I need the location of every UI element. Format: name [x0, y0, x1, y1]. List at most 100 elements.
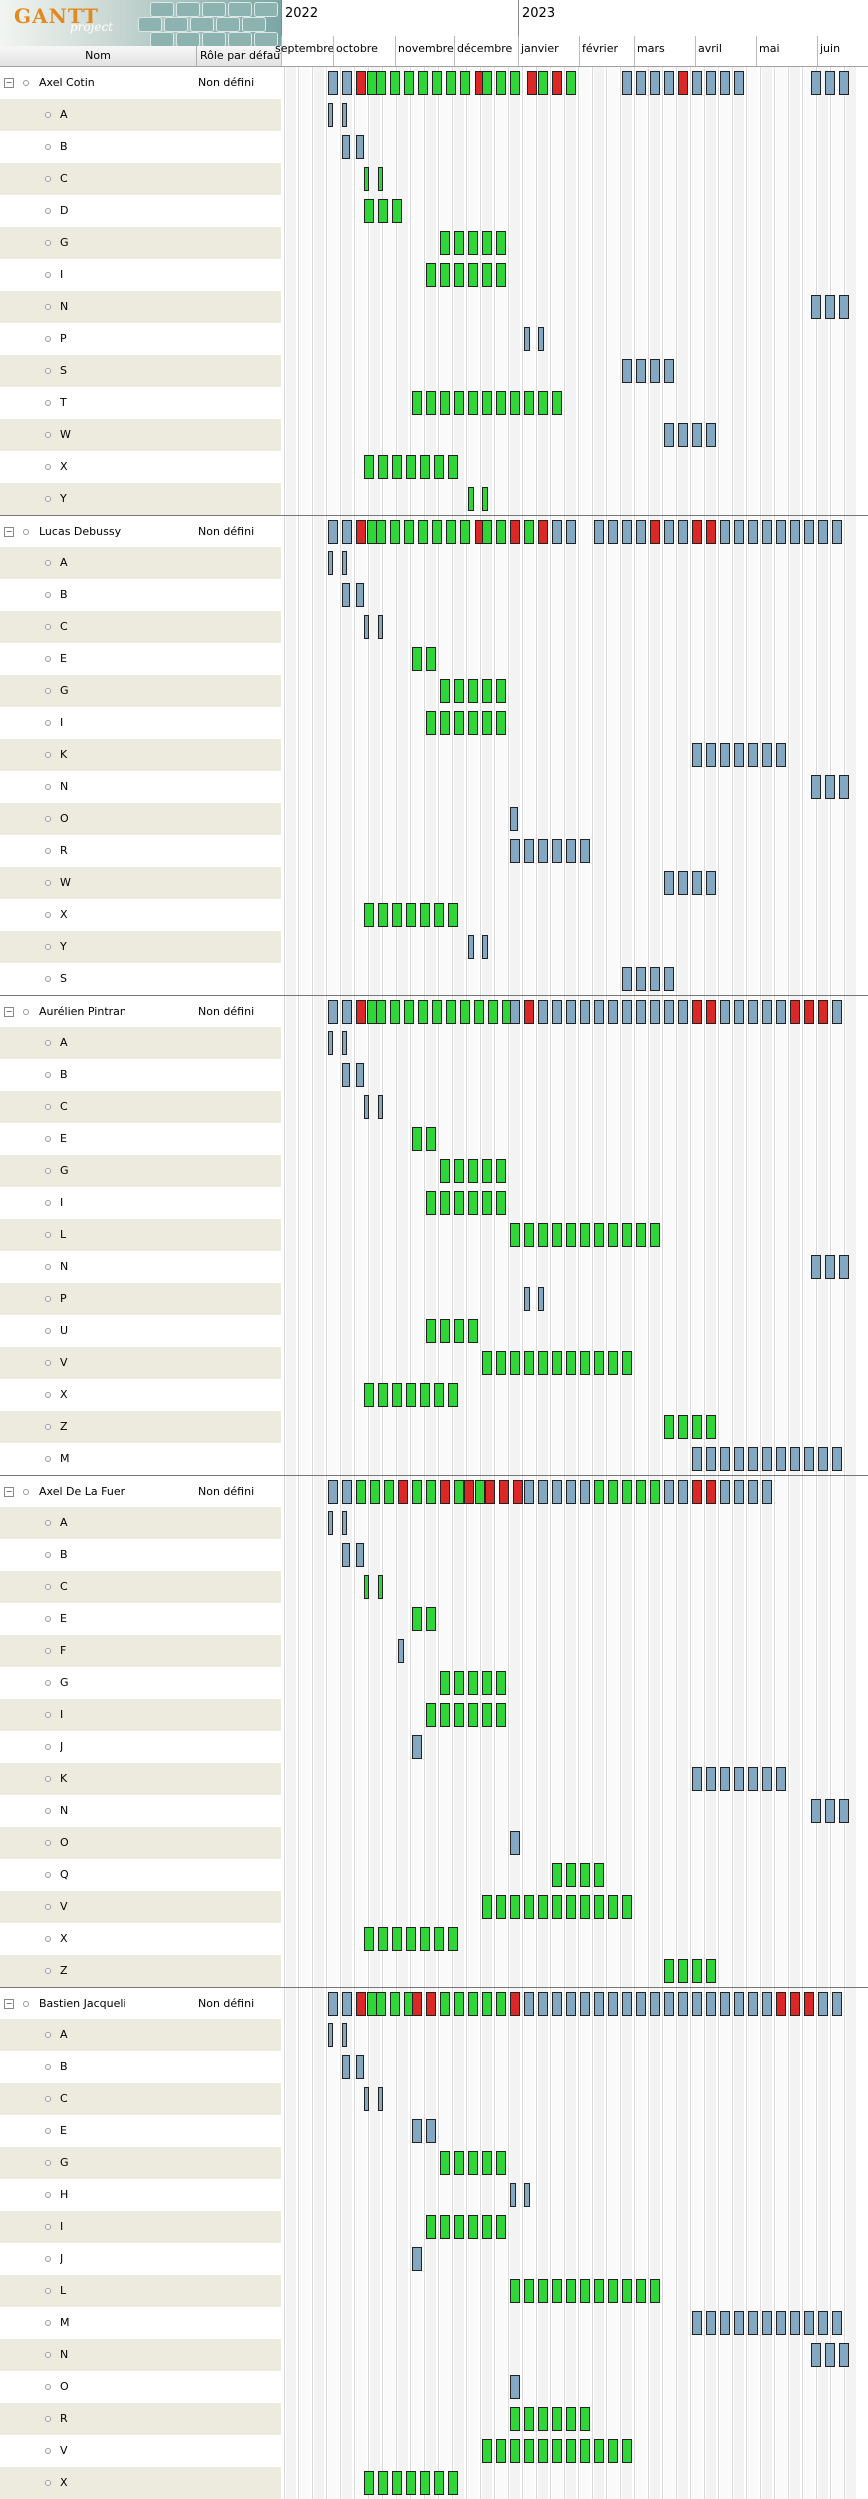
column-header-role[interactable]: Rôle par défaut: [197, 46, 284, 66]
availability-bar[interactable]: [762, 743, 772, 767]
assignment-row[interactable]: V: [0, 1891, 281, 1923]
assignment-row[interactable]: V: [0, 2435, 281, 2467]
load-bar[interactable]: [566, 1351, 576, 1375]
load-bar[interactable]: [608, 1480, 618, 1504]
load-bar[interactable]: [378, 1575, 383, 1599]
availability-bar[interactable]: [342, 2023, 347, 2047]
load-bar[interactable]: [426, 391, 436, 415]
availability-bar[interactable]: [748, 2311, 758, 2335]
load-bar[interactable]: [622, 1223, 632, 1247]
load-bar[interactable]: [454, 711, 464, 735]
assignment-row[interactable]: P: [0, 1283, 281, 1315]
load-bar[interactable]: [434, 2471, 444, 2495]
assignment-row[interactable]: I: [0, 707, 281, 739]
load-bar[interactable]: [392, 903, 402, 927]
load-bar[interactable]: [390, 71, 400, 95]
availability-bar[interactable]: [510, 2183, 516, 2207]
assignment-row[interactable]: P: [0, 323, 281, 355]
load-bar[interactable]: [412, 1480, 422, 1504]
availability-bar[interactable]: [538, 1480, 548, 1504]
load-bar[interactable]: [538, 1351, 548, 1375]
availability-bar[interactable]: [664, 71, 674, 95]
availability-bar[interactable]: [664, 359, 674, 383]
assignment-row[interactable]: S: [0, 963, 281, 995]
load-bar[interactable]: [594, 1223, 604, 1247]
overload-bar[interactable]: [412, 1992, 422, 2016]
availability-bar[interactable]: [762, 1000, 772, 1024]
assignment-row[interactable]: A: [0, 2019, 281, 2051]
load-bar[interactable]: [622, 2279, 632, 2303]
availability-bar[interactable]: [538, 839, 548, 863]
load-bar[interactable]: [378, 2471, 388, 2495]
availability-bar[interactable]: [720, 1767, 730, 1791]
load-bar[interactable]: [496, 2215, 506, 2239]
availability-bar[interactable]: [762, 1992, 772, 2016]
load-bar[interactable]: [426, 1127, 436, 1151]
load-bar[interactable]: [468, 711, 478, 735]
availability-bar[interactable]: [734, 743, 744, 767]
availability-bar[interactable]: [748, 520, 758, 544]
availability-bar[interactable]: [580, 839, 590, 863]
availability-bar[interactable]: [566, 520, 576, 544]
availability-bar[interactable]: [356, 1543, 364, 1567]
availability-bar[interactable]: [748, 743, 758, 767]
availability-bar[interactable]: [825, 71, 835, 95]
load-bar[interactable]: [524, 1351, 534, 1375]
assignment-row[interactable]: C: [0, 2083, 281, 2115]
availability-bar[interactable]: [734, 1447, 744, 1471]
overload-bar[interactable]: [790, 1000, 800, 1024]
availability-bar[interactable]: [678, 1992, 688, 2016]
availability-bar[interactable]: [692, 1447, 702, 1471]
load-bar[interactable]: [580, 1223, 590, 1247]
availability-bar[interactable]: [825, 295, 835, 319]
load-bar[interactable]: [364, 1575, 369, 1599]
load-bar[interactable]: [454, 2215, 464, 2239]
availability-bar[interactable]: [524, 839, 534, 863]
assignment-row[interactable]: O: [0, 2371, 281, 2403]
load-bar[interactable]: [496, 1895, 506, 1919]
availability-bar[interactable]: [825, 1799, 835, 1823]
load-bar[interactable]: [608, 1895, 618, 1919]
availability-bar[interactable]: [734, 1767, 744, 1791]
load-bar[interactable]: [448, 455, 458, 479]
load-bar[interactable]: [650, 1480, 660, 1504]
availability-bar[interactable]: [412, 1735, 422, 1759]
availability-bar[interactable]: [811, 71, 821, 95]
availability-bar[interactable]: [762, 1480, 772, 1504]
load-bar[interactable]: [392, 199, 402, 223]
availability-bar[interactable]: [706, 1767, 716, 1791]
assignment-row[interactable]: E: [0, 1123, 281, 1155]
overload-bar[interactable]: [426, 1992, 436, 2016]
load-bar[interactable]: [482, 1703, 492, 1727]
load-bar[interactable]: [434, 1927, 444, 1951]
overload-bar[interactable]: [510, 1992, 520, 2016]
assignment-row[interactable]: K: [0, 1763, 281, 1795]
availability-bar[interactable]: [664, 520, 674, 544]
load-bar[interactable]: [440, 711, 450, 735]
assignment-row[interactable]: X: [0, 1379, 281, 1411]
load-bar[interactable]: [418, 71, 428, 95]
availability-bar[interactable]: [692, 1767, 702, 1791]
assignment-row[interactable]: Z: [0, 1411, 281, 1443]
overload-bar[interactable]: [552, 71, 562, 95]
overload-bar[interactable]: [790, 1992, 800, 2016]
load-bar[interactable]: [460, 1000, 470, 1024]
load-bar[interactable]: [384, 1480, 394, 1504]
availability-bar[interactable]: [734, 1992, 744, 2016]
assignment-row[interactable]: W: [0, 867, 281, 899]
load-bar[interactable]: [636, 2279, 646, 2303]
load-bar[interactable]: [376, 520, 386, 544]
availability-bar[interactable]: [636, 520, 646, 544]
load-bar[interactable]: [454, 263, 464, 287]
load-bar[interactable]: [412, 647, 422, 671]
load-bar[interactable]: [678, 1959, 688, 1983]
load-bar[interactable]: [392, 455, 402, 479]
availability-bar[interactable]: [790, 1447, 800, 1471]
load-bar[interactable]: [440, 1671, 450, 1695]
availability-bar[interactable]: [832, 520, 842, 544]
assignment-row[interactable]: C: [0, 1091, 281, 1123]
availability-bar[interactable]: [678, 871, 688, 895]
load-bar[interactable]: [510, 71, 520, 95]
load-bar[interactable]: [636, 1223, 646, 1247]
availability-bar[interactable]: [636, 1000, 646, 1024]
